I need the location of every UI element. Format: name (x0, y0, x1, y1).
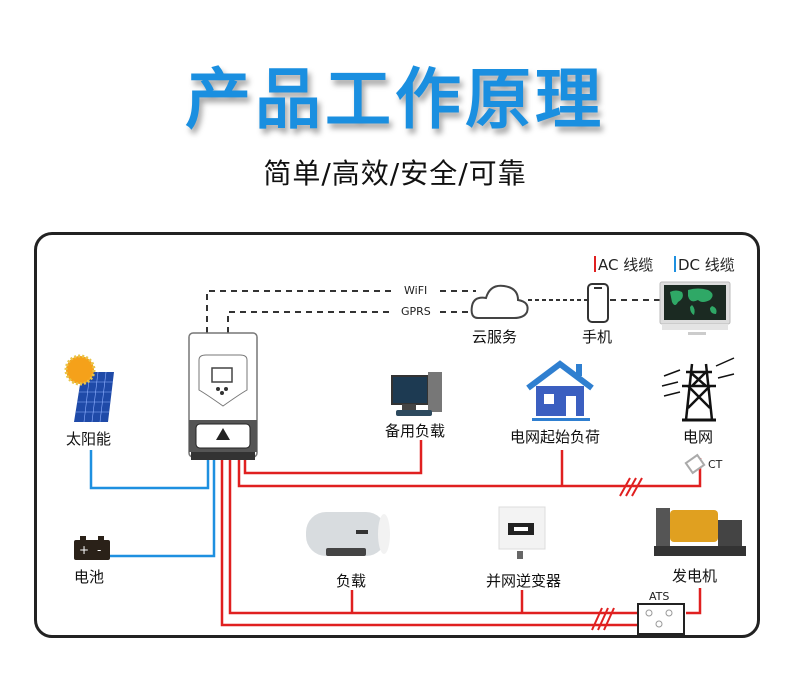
load-label: 负载 (336, 572, 367, 590)
grid-inverter-label: 并网逆变器 (486, 572, 562, 590)
grid-inverter-box-icon (498, 506, 546, 559)
generator-icon (654, 508, 746, 556)
battery-icon: + - (74, 536, 110, 560)
ct-label: CT (708, 458, 723, 471)
dc-wires (89, 450, 216, 558)
wifi-label: WiFI (404, 284, 428, 297)
grid-wire (237, 458, 702, 488)
cloud-label: 云服务 (472, 328, 518, 346)
phone-label: 手机 (582, 328, 613, 346)
dc-legend-label: DC 线缆 (678, 256, 735, 274)
ats-label: ATS (649, 590, 670, 603)
backup-load-wire (243, 440, 423, 475)
generator-wire (686, 588, 702, 615)
cloud-icon (470, 284, 529, 319)
water-heater-icon (306, 512, 390, 556)
ats-switch-icon (637, 603, 685, 635)
hybrid-inverter-icon (188, 332, 258, 460)
legend-dc: DC 线缆 (674, 254, 735, 275)
house-icon (526, 360, 594, 421)
monitor-icon (659, 281, 731, 335)
break-marks (591, 477, 643, 631)
gprs-line (227, 311, 472, 333)
computer-icon (391, 372, 442, 416)
grid-label: 电网 (683, 428, 714, 446)
ac-legend-label: AC 线缆 (598, 256, 654, 274)
diagram-frame (34, 232, 760, 638)
page-title: 产品工作原理 (185, 61, 605, 138)
phone-icon (587, 283, 609, 323)
battery-label: 电池 (74, 568, 105, 586)
dc-legend-swatch (674, 256, 676, 272)
solar-panel-icon (64, 354, 114, 423)
wifi-line (206, 290, 476, 333)
ac-wires (220, 440, 702, 627)
ac-legend-swatch (594, 256, 596, 272)
ats-wire (220, 460, 660, 627)
grid-start-load-label: 电网起始负荷 (510, 428, 601, 446)
solar-label: 太阳能 (66, 430, 112, 448)
backup-load-label: 备用负载 (385, 422, 446, 440)
legend-ac: AC 线缆 (594, 254, 653, 275)
battery-dc-wire (110, 460, 216, 558)
page-subtitle: 简单/高效/安全/可靠 (263, 157, 527, 190)
gprs-label: GPRS (401, 305, 431, 318)
solar-dc-wire (89, 450, 210, 490)
load-wire (228, 460, 666, 615)
svg-text:+: + (79, 543, 89, 557)
ct-icon (684, 453, 706, 475)
generator-label: 发电机 (672, 567, 718, 585)
svg-text:-: - (97, 543, 101, 557)
comm-lines (206, 290, 662, 333)
power-tower-icon (661, 357, 735, 422)
